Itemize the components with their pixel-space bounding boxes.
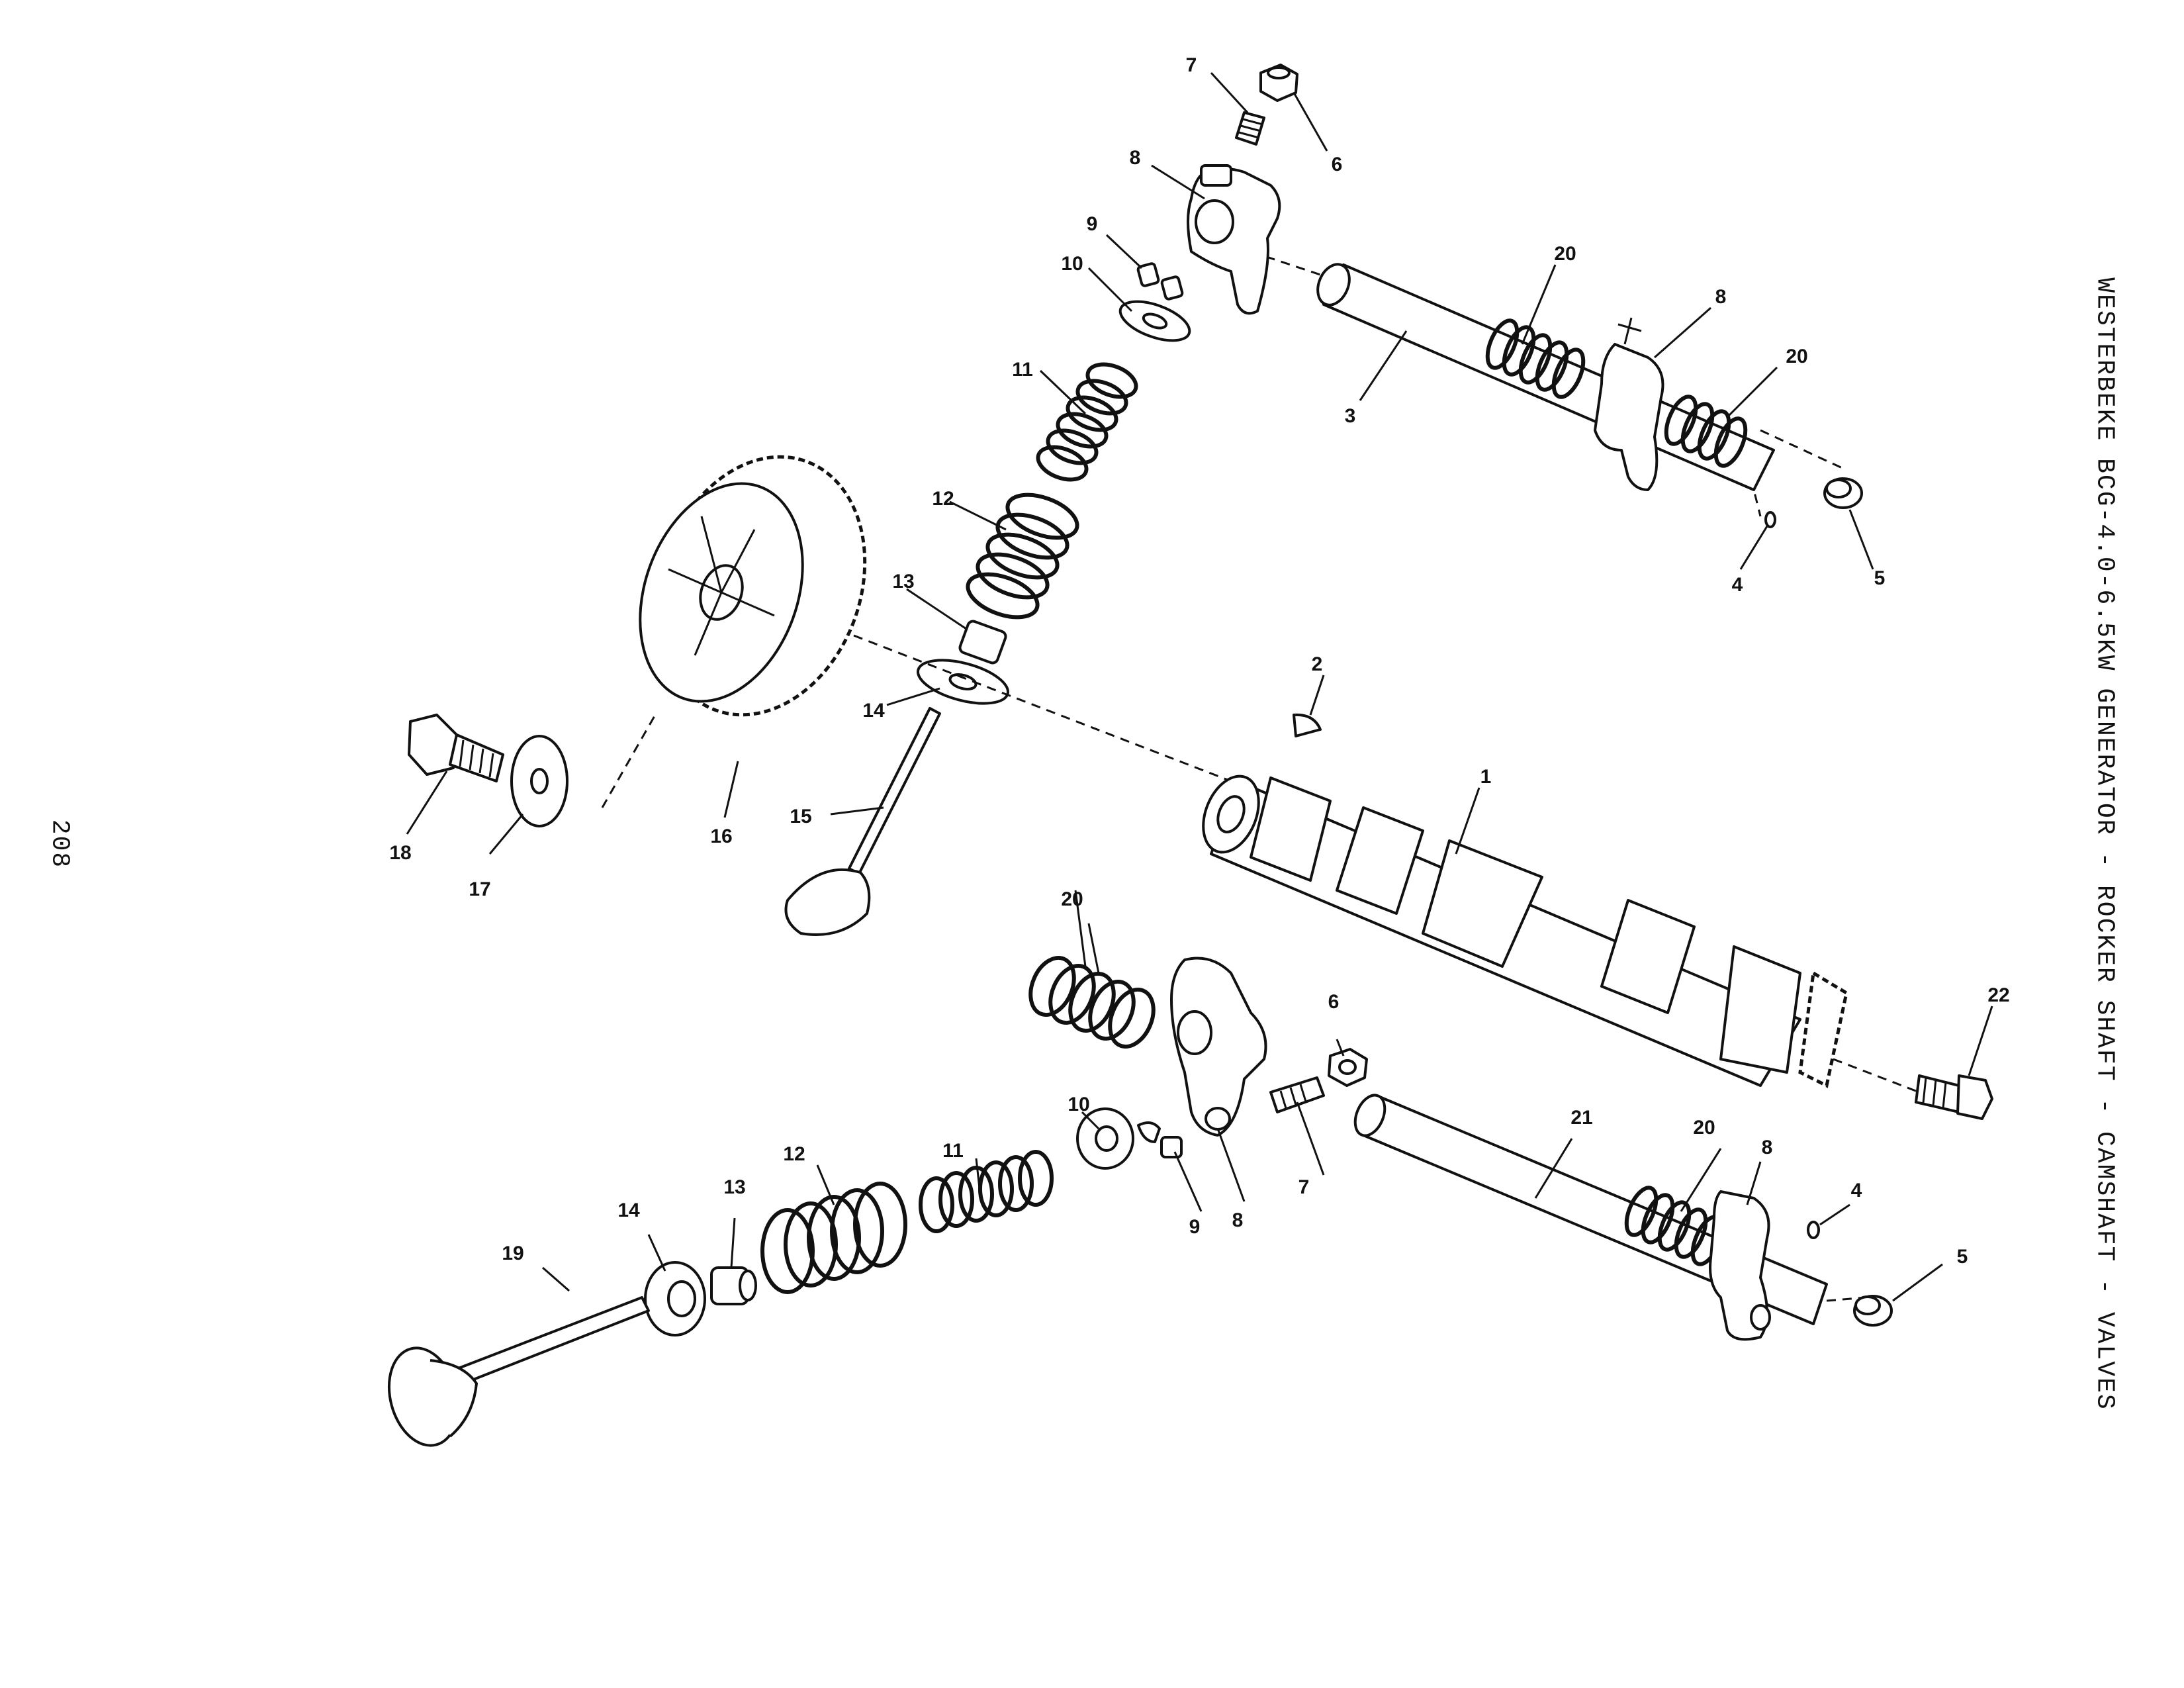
valve-keepers [1137,1121,1183,1158]
adjuster-nut [1259,64,1298,102]
callout-label: 16 [710,825,732,847]
camshaft [1202,774,1848,1088]
callout-label: 2 [1312,653,1323,675]
callout-label: 9 [1189,1216,1201,1238]
exhaust-valve [387,1296,650,1447]
callout-label: 8 [1130,147,1141,169]
adjuster-nut [1328,1048,1368,1087]
callout-label: 4 [1732,574,1743,596]
alignment-line [1833,1058,1920,1094]
callout-label: 10 [1061,253,1083,275]
camshaft-end-bolt [1915,1074,1993,1120]
spring-seat [644,1261,706,1336]
woodruff-key [1293,713,1322,737]
callout-label: 8 [1715,286,1727,308]
callout-label: 20 [1061,888,1083,910]
callout-label: 22 [1987,984,2009,1006]
outer-valve-spring [760,1182,907,1294]
callout-label: 11 [942,1140,964,1162]
circlip [1764,511,1776,528]
page-number: 208 [45,819,74,869]
rocker-arm [1709,1190,1771,1341]
callout-label: 17 [469,878,490,900]
callout-label: 12 [932,488,954,510]
callout-labels: 1 2 3 4 4 5 5 6 6 7 7 8 8 8 8 9 9 10 10 … [389,54,2009,1268]
callout-label: 11 [1012,359,1033,381]
intake-valve [784,707,941,936]
callout-label: 18 [389,842,411,864]
shaft-spring [1624,1186,1725,1266]
valve-keepers [1136,262,1184,301]
adjuster-screw [1269,1076,1325,1113]
callout-label: 9 [1087,213,1098,235]
adjuster-screw [1235,111,1265,146]
alignment-line [601,714,657,808]
callout-label: 14 [617,1199,640,1221]
inner-valve-spring [919,1150,1054,1233]
alignment-line [1250,250,1331,279]
spring-retainer [1118,300,1191,342]
callout-label: 20 [1693,1117,1715,1139]
callout-label: 10 [1068,1094,1089,1115]
callout-label: 21 [1570,1107,1592,1129]
callout-label: 8 [1762,1137,1773,1158]
circlip [1807,1221,1820,1239]
pulley-washer [510,735,569,827]
callout-label: 7 [1298,1176,1310,1198]
shaft-spring [1664,395,1748,468]
shaft-end-plug [1853,1295,1893,1327]
alignment-line [853,634,1232,782]
rocker-arm [1187,164,1281,315]
callout-label: 3 [1345,405,1356,427]
lower-rocker-assembly [387,955,1893,1447]
leader-lines [406,71,1993,1302]
shaft-end-plug [1823,477,1863,509]
callout-label: 8 [1232,1209,1244,1231]
callout-label: 5 [1957,1246,1968,1268]
callout-label: 12 [783,1143,805,1165]
inner-valve-spring [1036,362,1138,482]
callout-label: 7 [1186,54,1197,76]
callout-label: 14 [862,700,885,722]
camshaft-assembly [1202,713,1993,1120]
rocker-arm [1594,317,1664,491]
callout-label: 20 [1554,243,1576,265]
pulley-bolt [408,714,504,782]
callout-label: 1 [1480,766,1492,788]
callout-label: 5 [1874,567,1886,589]
timing-pulley [639,455,867,717]
spring-retainer [1076,1107,1134,1170]
shaft-spring [1485,318,1586,399]
callout-label: 13 [892,571,914,592]
valve-stem-seal [958,620,1007,665]
valve-stem-seal [710,1266,757,1305]
timing-pulley-assembly [408,455,1232,827]
callout-label: 15 [790,806,811,827]
callout-label: 6 [1328,991,1340,1013]
callout-label: 20 [1786,346,1807,367]
spring-seat [916,659,1010,705]
callout-label: 19 [502,1243,523,1264]
callout-label: 6 [1332,154,1343,175]
upper-rocker-assembly [784,64,1863,936]
shaft-spring [1028,955,1156,1049]
rocker-arm [1170,957,1267,1137]
callout-label: 13 [723,1176,745,1198]
callout-label: 4 [1851,1180,1862,1201]
page-title: WESTERBEKE BCG-4.0-6.5KW GENERATOR - ROC… [2090,277,2119,1411]
outer-valve-spring [966,492,1079,620]
